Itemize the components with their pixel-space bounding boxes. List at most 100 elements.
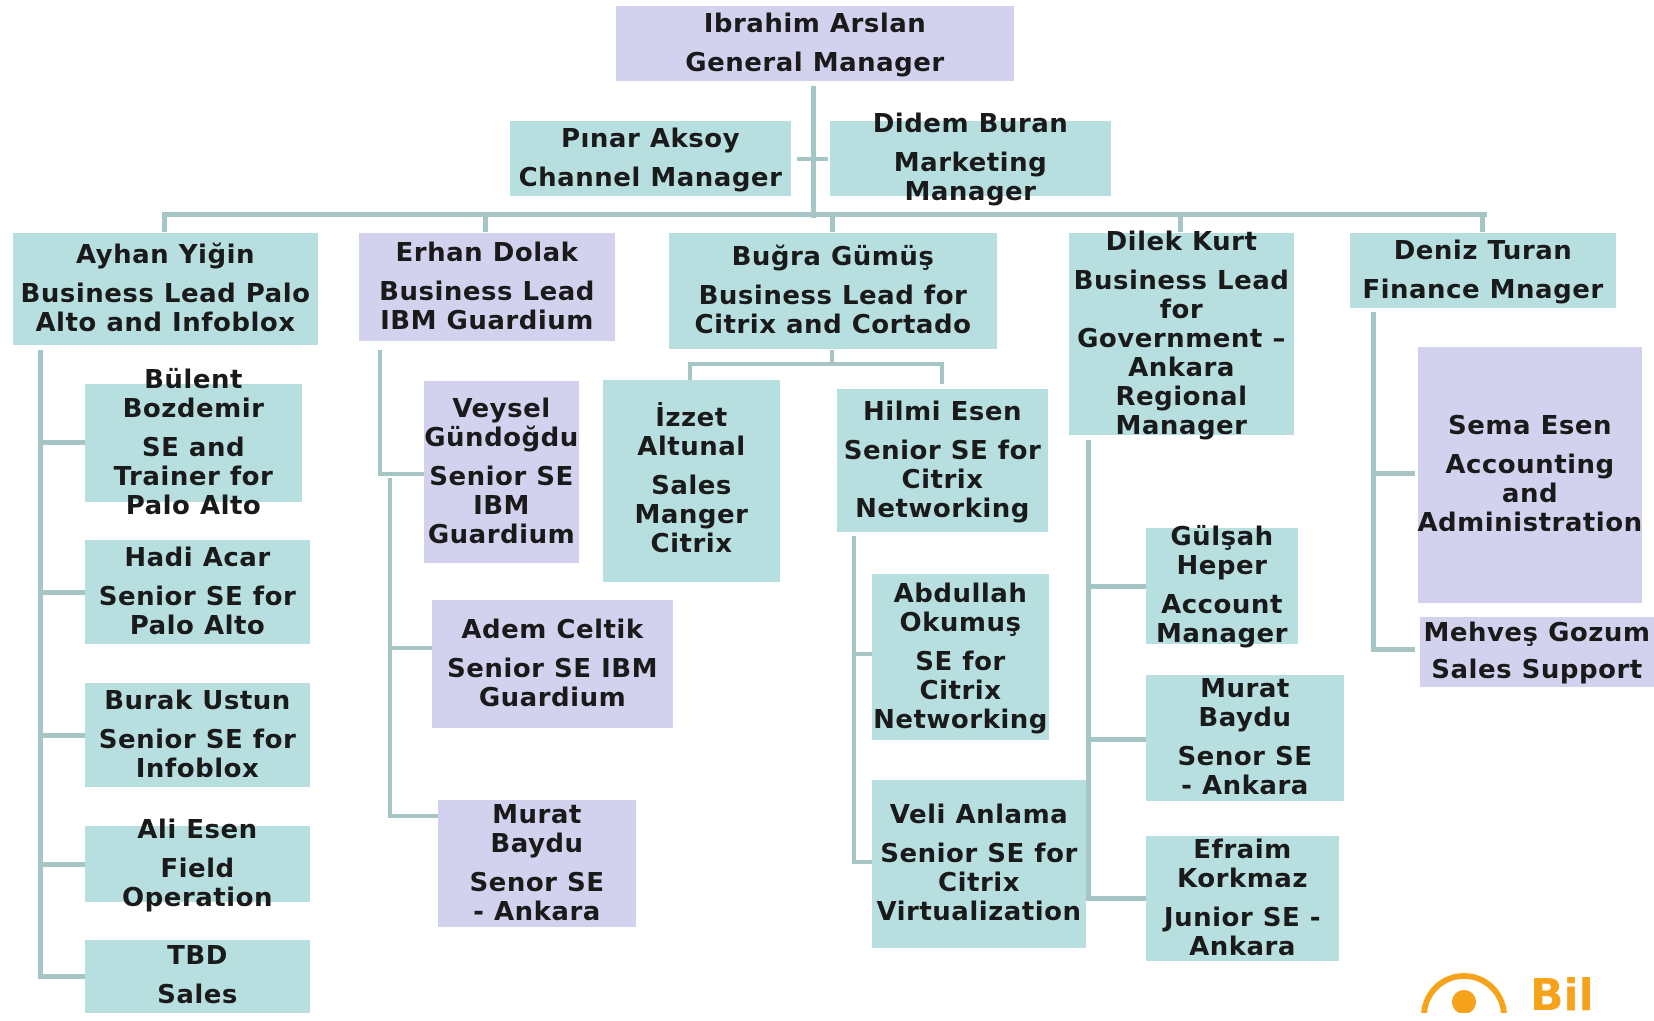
sema-name: Sema Esen (1448, 411, 1612, 441)
connector-erhan-drop (483, 212, 488, 232)
erhan-name: Erhan Dolak (395, 237, 579, 268)
mehves-name: Mehveş Gozum (1423, 618, 1651, 648)
burak-title: Senior SE for Infoblox (98, 724, 297, 784)
ali-title: Field Operation (122, 853, 273, 913)
node-ali: Ali Esen Field Operation (85, 815, 310, 912)
bugra-name: Buğra Gümüş (731, 241, 935, 272)
izzet-title: Sales Manger Citrix (634, 470, 749, 559)
connector-murat2 (1086, 737, 1146, 742)
connector-ayhan-drop (162, 212, 167, 232)
node-bugra: Buğra Gümüş Business Lead for Citrix and… (669, 233, 997, 349)
connector-tbd (38, 974, 85, 979)
node-hadi: Hadi Acar Senior SE for Palo Alto (85, 540, 310, 644)
node-efraim: Efraim Korkmaz Junior SE - Ankara (1146, 834, 1339, 962)
gulsah-title: Account Manager (1155, 590, 1289, 649)
connector-dilek-drop (1178, 212, 1183, 232)
connector-adem (388, 646, 432, 650)
node-abdullah: Abdullah Okumuş SE for Citrix Networking (872, 574, 1049, 740)
node-veysel: Veysel Gündoğdu Senior SE IBM Guardium (424, 381, 579, 563)
murat2-name: Murat Baydu (1198, 674, 1292, 733)
hilmi-name: Hilmi Esen (862, 396, 1023, 427)
connector-deniz-vertical (1371, 312, 1376, 652)
node-deniz: Deniz Turan Finance Mnager (1350, 233, 1616, 308)
connector-lead-bus (162, 212, 1487, 217)
abdullah-title: SE for Citrix Networking (873, 646, 1048, 735)
node-veli: Veli Anlama Senior SE for Citrix Virtual… (872, 780, 1086, 948)
node-murat1: Murat Baydu Senor SE - Ankara (438, 800, 636, 927)
connector-sema (1371, 471, 1415, 476)
pinar-name: Pınar Aksoy (560, 123, 741, 154)
node-erhan: Erhan Dolak Business Lead IBM Guardium (359, 233, 615, 341)
bugra-title: Business Lead for Citrix and Cortado (694, 280, 972, 340)
node-murat2: Murat Baydu Senor SE - Ankara (1146, 675, 1344, 801)
node-gulsah: Gülşah Heper Account Manager (1146, 523, 1298, 649)
erhan-title: Business Lead IBM Guardium (379, 276, 595, 336)
hadi-title: Senior SE for Palo Alto (98, 581, 297, 641)
bulent-name: Bülent Bozdemir (122, 364, 265, 424)
hadi-name: Hadi Acar (124, 542, 271, 573)
efraim-title: Junior SE - Ankara (1163, 902, 1322, 962)
ayhan-name: Ayhan Yiğin (75, 239, 256, 270)
veysel-name: Veysel Gündoğdu (424, 393, 579, 453)
connector-hilmi-vertical (852, 536, 856, 864)
dilek-title: Business Lead for Government – Ankara Re… (1073, 265, 1290, 441)
ali-name: Ali Esen (137, 814, 258, 845)
node-gm: Ibrahim Arslan General Manager (616, 6, 1014, 81)
didem-name: Didem Buran (872, 109, 1069, 139)
node-ayhan: Ayhan Yiğin Business Lead Palo Alto and … (13, 233, 318, 345)
mehves-title: Sales Support (1431, 655, 1643, 685)
efraim-name: Efraim Korkmaz (1177, 834, 1308, 894)
burak-name: Burak Ustun (104, 685, 291, 716)
tbd-title: Sales (157, 980, 238, 1010)
node-bulent: Bülent Bozdemir SE and Trainer for Palo … (85, 365, 302, 520)
connector-burak (38, 733, 85, 738)
adem-title: Senior SE IBM Guardium (447, 653, 658, 713)
deniz-title: Finance Mnager (1362, 274, 1604, 305)
node-dilek: Dilek Kurt Business Lead for Government … (1069, 227, 1294, 440)
connector-bugra-bus (688, 362, 944, 366)
connector-bugra-center (830, 350, 834, 364)
adem-name: Adem Celtik (461, 614, 644, 645)
connector-mehves (1371, 647, 1415, 652)
connector-veysel (378, 472, 424, 476)
connector-abdullah (852, 652, 872, 656)
node-izzet: İzzet Altunal Sales Manger Citrix (603, 380, 780, 582)
connector-efraim (1086, 896, 1146, 901)
connector-ayhan-vertical (38, 350, 43, 978)
hilmi-title: Senior SE for Citrix Networking (843, 435, 1042, 524)
sema-title: Accounting and Administration (1417, 450, 1643, 538)
connector-erhan-vertical-top (378, 350, 382, 476)
murat1-title: Senor SE - Ankara (469, 867, 605, 927)
gm-title: General Manager (685, 47, 945, 78)
node-sema: Sema Esen Accounting and Administration (1417, 347, 1643, 603)
murat1-name: Murat Baydu (490, 799, 584, 859)
tbd-name: TBD (167, 941, 228, 971)
abdullah-name: Abdullah Okumuş (893, 578, 1028, 638)
connector-veli (852, 860, 872, 864)
connector-bugra-drop (830, 212, 835, 232)
dilek-name: Dilek Kurt (1105, 226, 1258, 257)
veli-title: Senior SE for Citrix Virtualization (876, 839, 1082, 927)
node-adem: Adem Celtik Senior SE IBM Guardium (432, 600, 673, 728)
connector-deniz-drop (1480, 212, 1485, 232)
node-didem: Didem Buran Marketing Manager (830, 110, 1111, 207)
veli-name: Veli Anlama (889, 800, 1069, 830)
connector-staff (797, 157, 828, 161)
didem-title: Marketing Manager (893, 148, 1048, 207)
connector-bulent (38, 440, 85, 445)
connector-izzet-drop (688, 362, 692, 380)
connector-gm-trunk (811, 86, 816, 218)
veysel-title: Senior SE IBM Guardium (427, 461, 576, 550)
node-burak: Burak Ustun Senior SE for Infoblox (85, 683, 310, 787)
izzet-name: İzzet Altunal (637, 402, 746, 462)
connector-gulsah (1086, 584, 1146, 589)
logo-text: Bil (1530, 970, 1594, 1021)
node-pinar: Pınar Aksoy Channel Manager (510, 121, 791, 196)
deniz-name: Deniz Turan (1393, 235, 1573, 266)
murat2-title: Senor SE - Ankara (1177, 742, 1313, 801)
ayhan-title: Business Lead Palo Alto and Infoblox (20, 278, 311, 338)
connector-dilek-vertical (1086, 440, 1091, 900)
connector-ali (38, 862, 85, 867)
pinar-title: Channel Manager (518, 162, 783, 193)
node-tbd: TBD Sales (85, 940, 310, 1013)
